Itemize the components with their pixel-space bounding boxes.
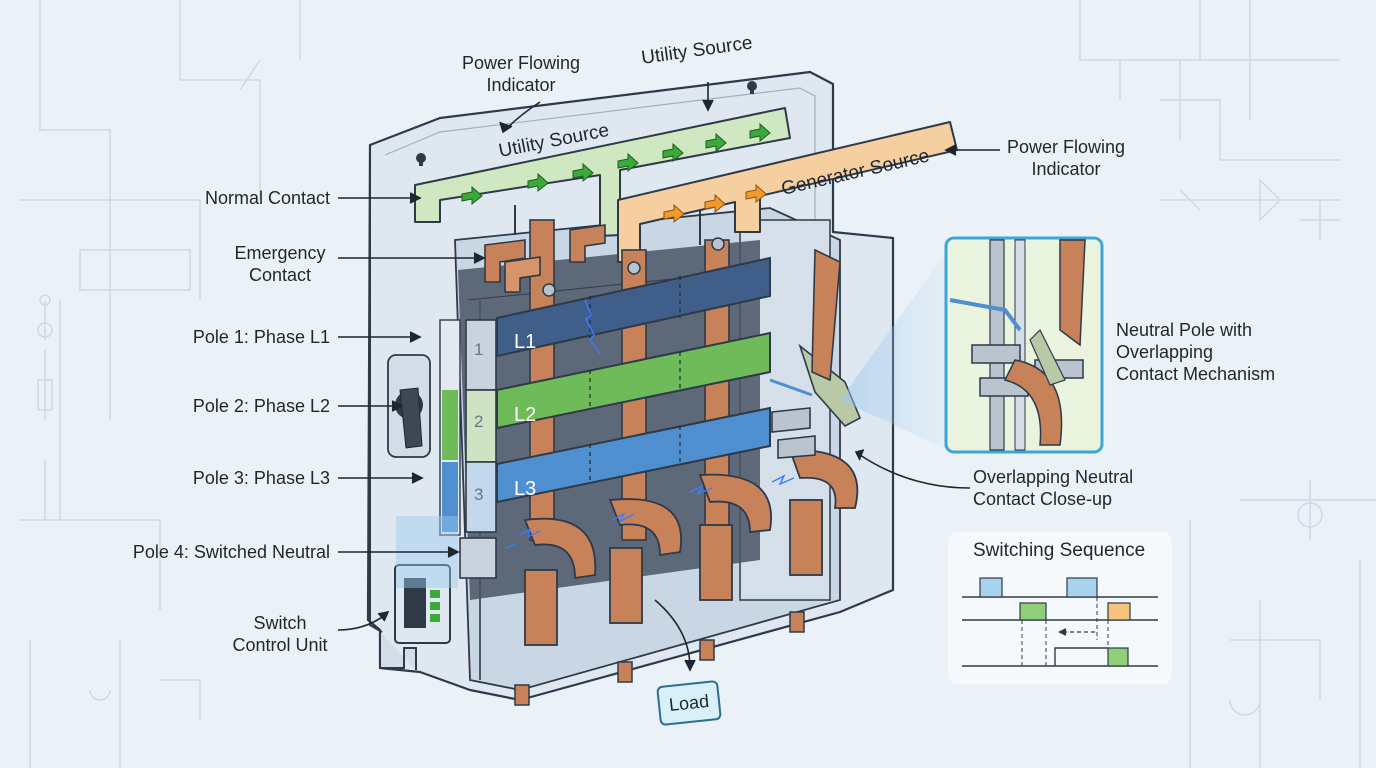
emergency-contacts [484,224,606,293]
background-circuit-lines [20,0,1376,768]
label-power-flowing-indicator-top: Power Flowing Indicator [461,53,581,95]
neutral-blades [769,248,862,459]
label-pole-3: Pole 3: Phase L3 [192,468,330,488]
closeup-beam [840,250,948,450]
pole-number-3: 3 [474,485,483,504]
closeup-inset [944,236,1104,454]
label-normal-contact: Normal Contact [204,188,330,208]
mounting-hole-icon [416,153,426,166]
switching-sequence-title: Switching Sequence [973,540,1146,561]
phase-l3-bar [496,406,771,504]
label-pole-2: Pole 2: Phase L2 [192,396,330,416]
flow-arrow-icon [663,183,767,224]
pole-number-1: 1 [474,340,483,359]
label-power-flowing-indicator-right: Power Flowing Indicator [1006,137,1126,179]
pole-indicator-strip [439,319,497,579]
copper-load-terminals [523,449,859,646]
callout-lines [337,82,1000,672]
load-terminal-label: Load [656,679,722,727]
label-neutral-pole: Neutral Pole with Overlapping Contact Me… [1116,320,1276,384]
flow-arrow-icon [461,122,771,206]
label-emergency-contact: Emergency Contact [234,243,326,285]
label-switch-control-unit: Switch Control Unit [232,613,328,655]
label-overlapping-closeup: Overlapping Neutral Contact Close-up [973,467,1134,509]
bar-label-l2: L2 [514,404,536,426]
phase-l1-bar [496,256,771,358]
bar-label-l3: L3 [514,478,536,500]
bar-label-l1: L1 [514,331,536,353]
mounting-hole-icon [747,81,757,94]
rotary-handle-icon[interactable] [387,354,431,458]
label-pole-4: Pole 4: Switched Neutral [132,542,330,562]
spark-icon [504,299,795,549]
switch-control-unit[interactable] [394,564,451,644]
phase-l2-bar [496,331,771,430]
label-pole-1: Pole 1: Phase L1 [192,327,330,347]
switching-sequence-chart [948,532,1172,684]
pole-number-2: 2 [474,412,483,431]
load-feet [514,611,805,706]
